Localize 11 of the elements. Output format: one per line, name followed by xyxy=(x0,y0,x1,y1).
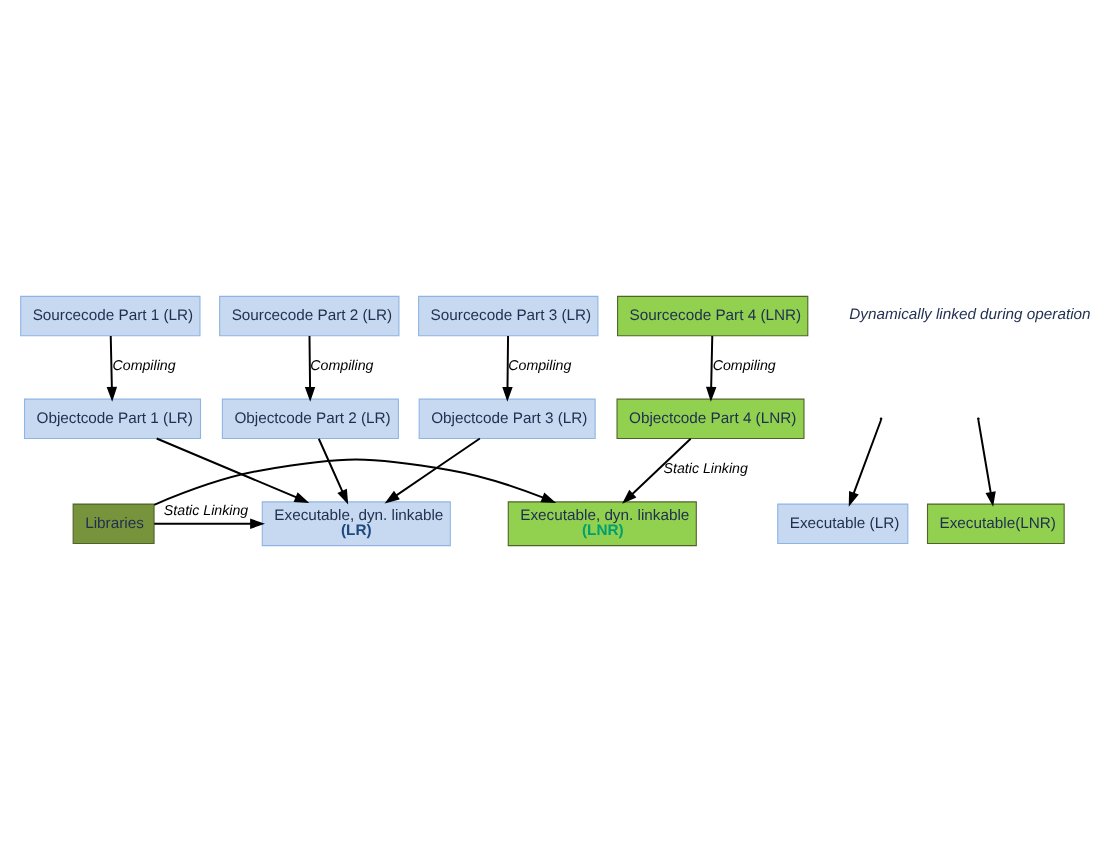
arrow xyxy=(155,437,310,503)
arrow xyxy=(153,458,557,506)
arrow xyxy=(304,335,316,402)
arrow xyxy=(317,437,349,505)
arrow xyxy=(705,335,717,402)
arrow xyxy=(384,437,481,504)
arrow xyxy=(153,518,265,529)
arrow xyxy=(622,437,692,504)
arrow xyxy=(106,335,118,402)
arrow xyxy=(977,419,996,507)
arrow xyxy=(502,335,513,402)
